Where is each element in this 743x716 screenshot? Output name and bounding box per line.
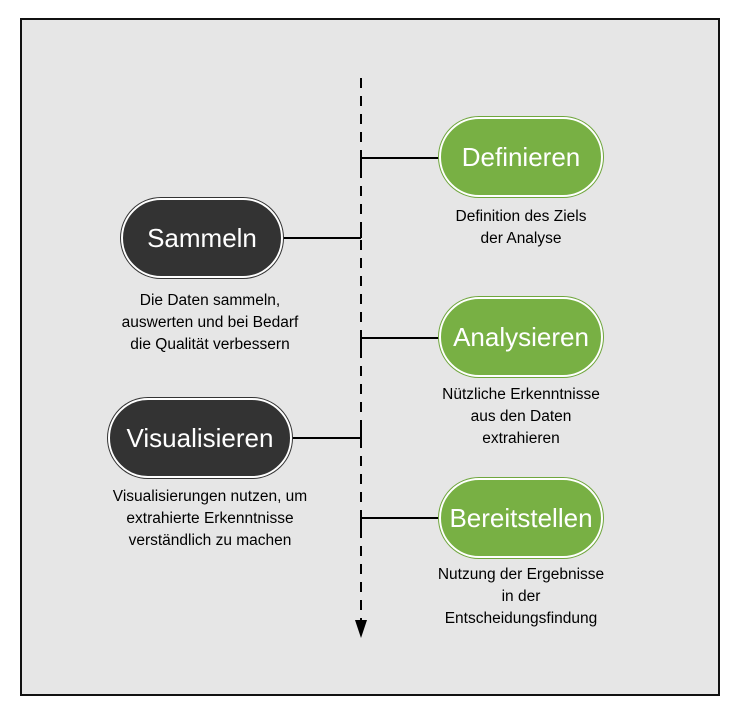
step-bereitstellen: Bereitstellen [439, 478, 603, 558]
step-sammeln: Sammeln [121, 198, 283, 278]
step-definieren-description: Definition des Ziels der Analyse [455, 208, 587, 247]
step-bereitstellen-description: Nutzung der Ergebnisse in der Entscheidu… [437, 566, 605, 627]
step-bereitstellen-label: Bereitstellen [449, 502, 593, 533]
step-sammeln-description: Die Daten sammeln, auswerten und bei Bed… [121, 292, 299, 353]
diagram-frame [20, 18, 720, 696]
step-definieren: Definieren [439, 117, 603, 197]
step-analysieren-description: Nützliche Erkenntnisse aus den Daten ext… [442, 386, 600, 447]
timeline-arrowhead [355, 620, 367, 638]
step-analysieren: Analysieren [439, 297, 603, 377]
step-visualisieren-label: Visualisieren [126, 422, 274, 453]
step-visualisieren-description: Visualisierungen nutzen, um extrahierte … [112, 488, 308, 549]
step-definieren-label: Definieren [461, 141, 581, 172]
step-visualisieren: Visualisieren [108, 398, 292, 478]
step-sammeln-label: Sammeln [147, 222, 257, 253]
step-analysieren-label: Analysieren [453, 321, 589, 352]
